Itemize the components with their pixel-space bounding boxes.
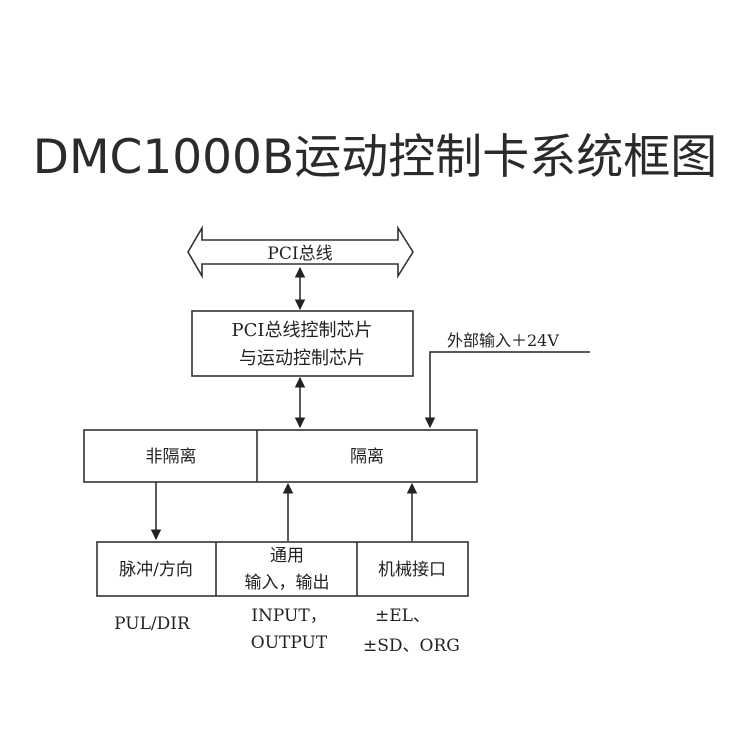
general-io-label-line2: 输入，输出 bbox=[245, 573, 330, 593]
caption-io-line1: INPUT， bbox=[251, 606, 326, 626]
mech-interface-label: 机械接口 bbox=[378, 560, 446, 580]
pulse-dir-label: 脉冲/方向 bbox=[119, 560, 193, 580]
external-input-label: 外部输入＋24V bbox=[447, 331, 559, 350]
caption-mech-line1: ±EL、 bbox=[375, 606, 430, 626]
caption-io-line2: OUTPUT bbox=[251, 633, 328, 653]
chip-label-line1: PCI总线控制芯片 bbox=[232, 320, 373, 341]
chip-label-line2: 与运动控制芯片 bbox=[239, 348, 365, 369]
pci-bus-label: PCI总线 bbox=[267, 244, 332, 264]
external-input: 外部输入＋24V bbox=[424, 331, 590, 429]
caption-pul-dir: PUL/DIR bbox=[114, 614, 191, 634]
isolation-row: 非隔离 隔离 bbox=[83, 429, 478, 483]
page-title: DMC1000B运动控制卡系统框图 bbox=[32, 130, 718, 185]
caption-mech-line2: ±SD、ORG bbox=[363, 636, 460, 656]
interface-row: 脉冲/方向 通用 输入，输出 机械接口 bbox=[96, 541, 469, 597]
non-isolated-label: 非隔离 bbox=[146, 447, 197, 467]
pci-bus-arrow: PCI总线 bbox=[187, 225, 414, 279]
isolated-label: 隔离 bbox=[350, 447, 384, 467]
chip-box: PCI总线控制芯片 与运动控制芯片 bbox=[191, 310, 414, 377]
external-input-arrow bbox=[424, 351, 590, 429]
general-io-label-line1: 通用 bbox=[270, 546, 304, 566]
